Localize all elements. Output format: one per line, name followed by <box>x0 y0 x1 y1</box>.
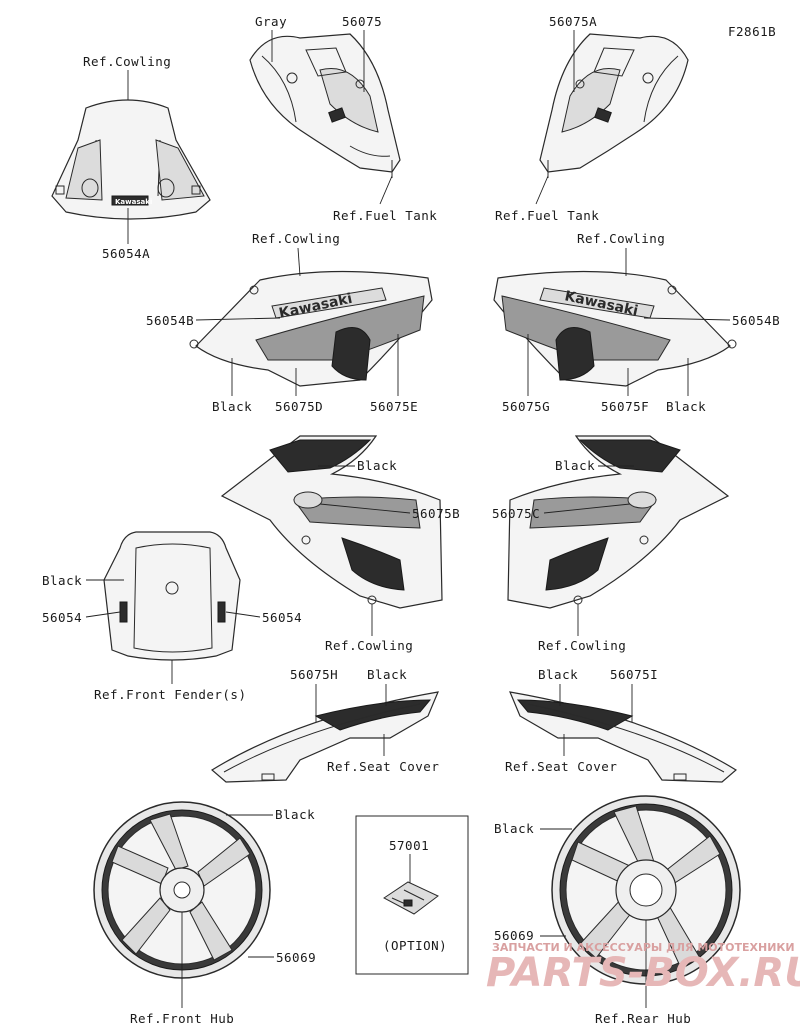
label-ref-rear-hub: Ref.Rear Hub <box>595 1011 691 1026</box>
label-ref-seat-cover-left: Ref.Seat Cover <box>327 759 439 774</box>
label-ref-cowling-right-lower: Ref.Cowling <box>538 638 626 653</box>
label-ref-seat-cover-right: Ref.Seat Cover <box>505 759 617 774</box>
label-56054B-right: 56054B <box>732 313 780 328</box>
windscreen-decal <box>111 195 149 206</box>
option-box <box>355 815 469 975</box>
label-ref-front-hub: Ref.Front Hub <box>130 1011 234 1026</box>
label-gray: Gray <box>255 14 287 29</box>
label-black-fender: Black <box>42 573 82 588</box>
label-black-seat-right: Black <box>538 667 578 682</box>
label-56054-right: 56054 <box>262 610 302 625</box>
watermark-line-1: ЗАПЧАСТИ И АКСЕССУАРЫ ДЛЯ МОТОТЕХНИКИ <box>492 941 795 954</box>
label-black-wheel-front: Black <box>275 807 315 822</box>
label-56075H: 56075H <box>290 667 338 682</box>
label-ref-cowling-top: Ref.Cowling <box>83 54 171 69</box>
label-56075I: 56075I <box>610 667 658 682</box>
lower-cowling-right <box>507 435 730 609</box>
windscreen-logo-text: Kawasaki <box>115 198 152 206</box>
upper-cowling-left: Kawasaki <box>189 270 433 387</box>
label-56075B: 56075B <box>412 506 460 521</box>
label-black-left-2: Black <box>357 458 397 473</box>
watermark-line-2: PARTS-BOX.RU <box>486 950 800 996</box>
label-ref-cowling-left-lower: Ref.Cowling <box>325 638 413 653</box>
label-56054-left: 56054 <box>42 610 82 625</box>
label-56069-front: 56069 <box>276 950 316 965</box>
label-56075D: 56075D <box>275 399 323 414</box>
label-black-left-1: Black <box>212 399 252 414</box>
label-ref-fuel-tank-left: Ref.Fuel Tank <box>333 208 437 223</box>
label-ref-fuel-tank-right: Ref.Fuel Tank <box>495 208 599 223</box>
lower-cowling-left <box>220 435 443 609</box>
label-57001: 57001 <box>389 838 429 853</box>
label-black-seat-left: Black <box>367 667 407 682</box>
windscreen-drawing: Kawasaki <box>51 99 211 220</box>
label-black-right-2: Black <box>555 458 595 473</box>
label-56075C: 56075C <box>492 506 540 521</box>
rear-wheel-drawing <box>551 795 741 985</box>
front-wheel-drawing <box>93 801 271 979</box>
label-ref-front-fender: Ref.Front Fender(s) <box>94 687 247 702</box>
figure-code: F2861B <box>728 24 776 39</box>
label-56075F: 56075F <box>601 399 649 414</box>
label-option: (OPTION) <box>383 938 447 953</box>
label-ref-cowling-right-upper: Ref.Cowling <box>577 231 665 246</box>
label-black-right-1: Black <box>666 399 706 414</box>
label-56075E: 56075E <box>370 399 418 414</box>
seat-cover-right <box>509 691 738 783</box>
label-ref-cowling-left-upper: Ref.Cowling <box>252 231 340 246</box>
label-56054A: 56054A <box>102 246 150 261</box>
label-56075G: 56075G <box>502 399 550 414</box>
label-black-wheel-rear: Black <box>494 821 534 836</box>
label-56075A: 56075A <box>549 14 597 29</box>
seat-cover-left <box>210 691 439 783</box>
tank-cover-right <box>539 33 689 178</box>
front-fender-drawing <box>103 531 241 661</box>
label-56069-rear: 56069 <box>494 928 534 943</box>
label-56075: 56075 <box>342 14 382 29</box>
label-56054B-left: 56054B <box>146 313 194 328</box>
tank-cover-left <box>249 33 401 178</box>
option-part-drawing <box>383 881 439 915</box>
upper-cowling-right: Kawasaki <box>493 270 737 387</box>
